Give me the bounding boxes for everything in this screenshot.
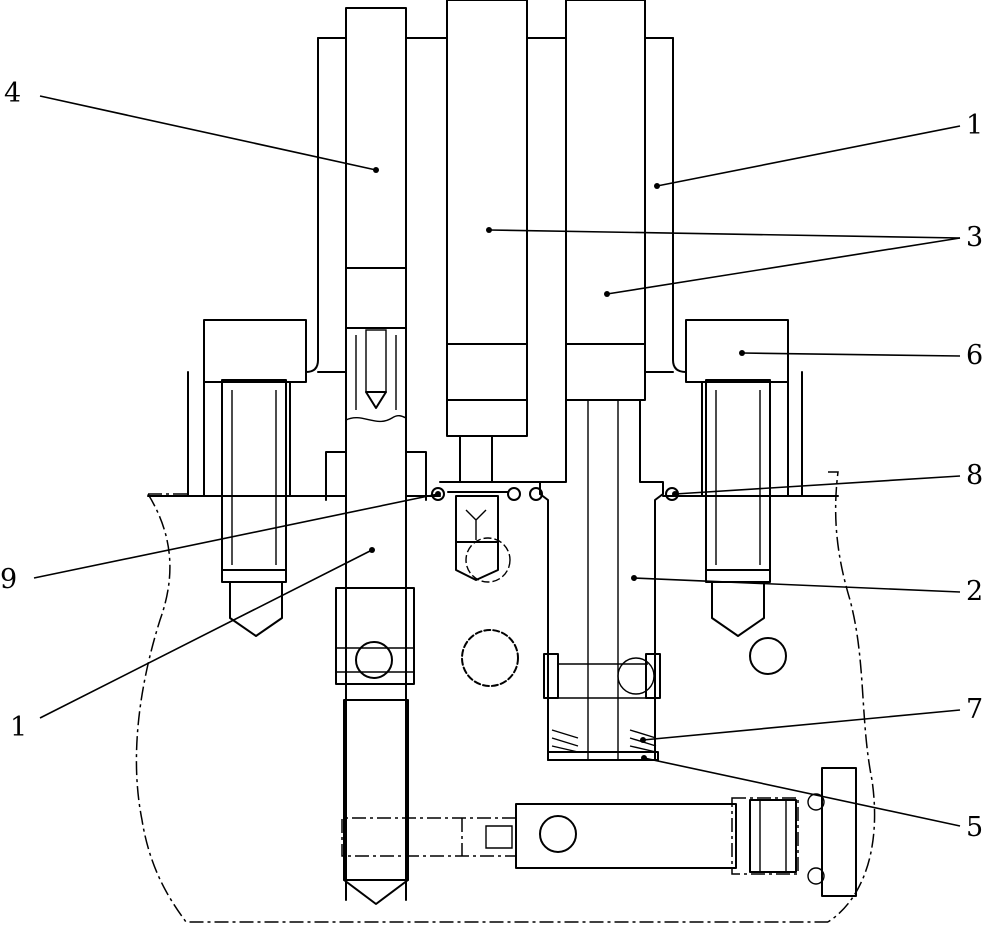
- label-1-top-right: 1: [966, 110, 983, 141]
- cap-part-5: [547, 751, 659, 761]
- nozzle: [455, 495, 511, 583]
- top-housing: [305, 37, 687, 373]
- label-9-left: 9: [0, 564, 17, 595]
- left-pin-part-4: [325, 7, 427, 905]
- label-7-right: 7: [966, 694, 983, 725]
- label-5-right: 5: [966, 812, 983, 843]
- right-bolt-part-6: [685, 319, 803, 675]
- cross-plunger: [341, 629, 857, 897]
- label-8-right: 8: [966, 460, 983, 491]
- label-4-top-left: 4: [4, 78, 21, 109]
- sleeve-part-2: [539, 399, 679, 761]
- right-piston-part-3: [565, 0, 646, 401]
- label-2-right: 2: [966, 576, 983, 607]
- middle-piston-part-3: [431, 0, 543, 501]
- callout-labels: 4 1 3 6 8 9 2 1 7 5: [0, 78, 983, 843]
- label-6-right: 6: [966, 340, 983, 371]
- left-bolt: [187, 319, 307, 637]
- label-1-bottom-left: 1: [10, 712, 27, 743]
- spring-part-7: [551, 729, 657, 753]
- leader-lines: [33, 95, 961, 827]
- label-3-right: 3: [966, 222, 983, 253]
- body-block-outline: [135, 471, 876, 923]
